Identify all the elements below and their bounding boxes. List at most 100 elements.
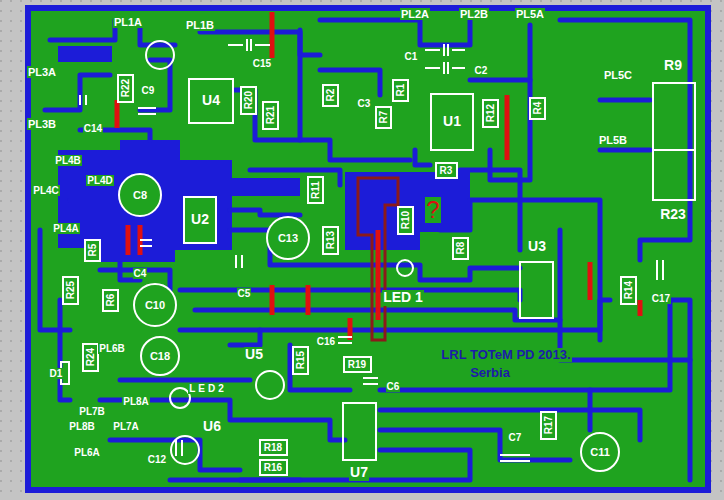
component-label: U4 [202,93,220,108]
pcb-path [358,178,398,340]
pcb-circle [397,260,413,276]
capacitor-outline: C11 [580,432,620,472]
resistor-symbol: R5 [84,239,101,262]
pcb-g [61,39,695,464]
resistor-symbol: R8 [452,237,469,260]
pcb-path [138,108,156,114]
component-label: R18 [264,442,282,453]
pcb-path [250,170,340,185]
pcb-path [290,345,350,390]
pcb-path [228,39,270,51]
pcb-path [115,100,120,128]
component-label: U1 [443,114,461,129]
pcb-rect [653,83,695,200]
silkscreen-label: PL7A [112,421,140,432]
silkscreen-label: C3 [357,98,372,109]
pcb-circle [171,436,199,464]
silkscreen-label: PL2A [400,8,430,20]
silkscreen-label: PL4C [32,185,60,196]
pcb-g [117,12,640,340]
silkscreen-label: PL4A [52,223,80,234]
pcb-path [657,260,663,280]
silkscreen-label: U6 [202,419,222,434]
pcb-path [60,300,70,400]
silkscreen-label: PL1A [113,16,143,28]
silkscreen-label: C12 [147,454,167,465]
resistor-symbol: R25 [62,276,79,305]
component-label: R6 [105,294,116,307]
silkscreen-label: PL8A [122,396,150,407]
pcb-circle [170,388,190,408]
resistor-symbol: R3 [435,162,458,179]
pcb-path [380,300,690,480]
resistor-symbol: R24 [82,343,99,372]
component-label: R20 [243,91,254,109]
silkscreen-label: C4 [133,268,148,279]
pcb-path [600,148,650,153]
pcb-path [470,78,530,83]
pcb-path [653,149,695,151]
silkscreen-label: C16 [316,336,336,347]
component-label: R12 [485,104,496,122]
annotation-mark: ? [425,197,440,223]
component-label: R7 [378,111,389,124]
pcb-path [230,330,260,345]
pcb-path [415,150,430,165]
silkscreen-label: PL3A [27,66,57,78]
silkscreen-label: C17 [651,293,671,304]
component-label: R5 [87,244,98,257]
silkscreen-label: Serbia [469,366,511,380]
pcb-circle [146,41,174,69]
silkscreen-label: D1 [49,368,64,379]
pcb-g [40,20,690,480]
pcb-path [363,378,378,384]
component-label: R19 [348,359,366,370]
pcb-path [425,44,465,56]
pcb-path [236,255,242,268]
capacitor-outline: C13 [266,216,310,260]
silkscreen-label: PL6B [98,343,126,354]
pcb-path [270,12,275,58]
pcb-path [560,230,690,360]
pcb-path [58,46,112,62]
silkscreen-label: U7 [349,465,369,480]
component-label: C10 [145,299,165,311]
silkscreen-label: R23 [659,207,687,222]
resistor-symbol: R6 [102,289,119,312]
silkscreen-label: PL6A [73,447,101,458]
silkscreen-label: C1 [404,51,419,62]
component-label: R17 [543,416,554,434]
pcb-path [306,285,311,315]
pcb-rect [28,8,708,490]
component-label: R22 [120,79,131,97]
silkscreen-label: LED2 [188,383,228,394]
pcb-circle [256,371,284,399]
component-label: R4 [532,102,543,115]
pcb-path [638,300,643,316]
capacitor-outline: C18 [140,336,180,376]
pcb-path [500,455,530,461]
silkscreen-label: PL4B [54,155,82,166]
silkscreen-label: PL2B [459,8,489,20]
pcb-path [120,378,250,383]
component-label: C13 [278,232,298,244]
component-label: C8 [133,189,147,201]
pcb-path [230,210,300,215]
component-label: R14 [623,281,634,299]
silkscreen-label: LED 1 [382,290,424,305]
silkscreen-label: U5 [244,347,264,362]
silkscreen-label: C2 [474,65,489,76]
pcb-path [50,20,115,40]
component-label: C11 [590,446,610,458]
pcb-path [126,225,131,255]
resistor-symbol: R22 [117,74,134,103]
silkscreen-label: PL5A [515,8,545,20]
resistor-symbol: R15 [292,346,309,375]
resistor-symbol: R2 [322,84,339,107]
pcb-path [440,200,600,340]
resistor-symbol: R18 [259,439,288,456]
pcb-path [560,20,690,260]
component-label: R16 [264,462,282,473]
